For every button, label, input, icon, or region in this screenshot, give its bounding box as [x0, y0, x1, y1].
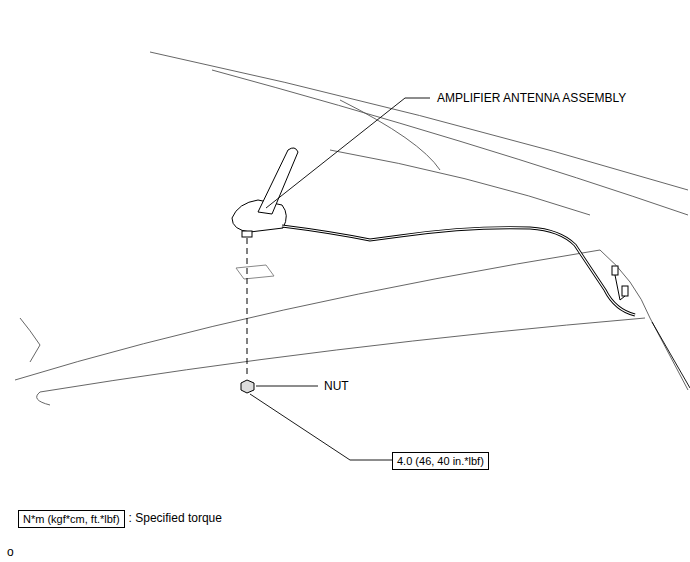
roof-panel-edge	[40, 318, 645, 392]
install-line	[247, 238, 248, 378]
figure-mark: o	[6, 545, 15, 559]
leader-line	[266, 98, 430, 208]
connector	[622, 286, 628, 296]
unit-legend-box: N*m (kgf*cm, ft.*lbf)	[18, 510, 125, 528]
torque-spec-box: 4.0 (46, 40 in.*lbf)	[392, 452, 489, 470]
part-name: AMPLIFIER ANTENNA ASSEMBLY	[436, 91, 627, 105]
node-text: 4.0 (46, 40 in.*lbf)	[397, 455, 484, 467]
antenna-cable	[282, 226, 635, 315]
node-text: N*m (kgf*cm, ft.*lbf)	[23, 513, 120, 525]
antenna-bolt	[242, 231, 252, 237]
body-edge	[20, 318, 40, 362]
roof-line	[330, 150, 590, 215]
leader-line	[256, 386, 318, 387]
roof-line	[340, 100, 440, 170]
mount-hole	[236, 265, 274, 279]
leader-line	[652, 322, 690, 388]
body-edge	[37, 392, 50, 405]
antenna-base	[232, 200, 286, 232]
roof-line	[212, 70, 688, 215]
rear-edge	[600, 250, 688, 390]
roof-panel	[15, 250, 600, 380]
antenna-mast	[258, 148, 298, 214]
roof-line	[150, 52, 688, 190]
part-name: NUT	[323, 379, 350, 393]
antenna-cable-core	[282, 226, 635, 315]
wire	[615, 275, 625, 300]
leader-line	[250, 394, 388, 460]
legend-note: : Specified torque	[128, 511, 223, 525]
nut-symbol	[241, 380, 254, 393]
connector	[612, 266, 618, 275]
